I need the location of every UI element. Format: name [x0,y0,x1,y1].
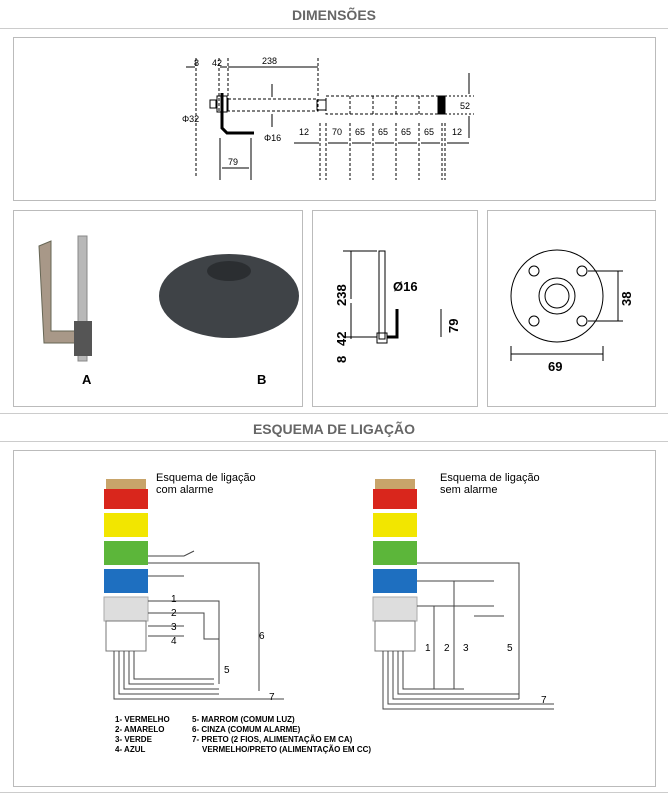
dimensions-diagram: 8 42 238 52 Φ32 Φ16 79 12 70 65 65 65 65… [182,56,474,180]
base-dimensions-panel: 38 69 [487,210,656,407]
wire-number: 2 [171,608,177,619]
divider [0,28,668,29]
legend-item: 7- PRETO (2 FIOS, ALIMENTAÇÃO EM CA) [192,735,353,744]
label-b: B [257,372,266,387]
nut-image [74,321,92,356]
diagram-title-without-alarm: sem alarme [440,484,497,496]
legend-item: 2- AMARELO [115,725,164,734]
wire-number: 5 [224,665,230,676]
dim-70: 70 [332,127,342,137]
dim-238: 238 [334,284,349,306]
side-dimensions-diagram: Ø16 238 42 8 79 [334,250,461,363]
dim-12-left: 12 [299,127,309,137]
wire-number: 4 [171,636,177,647]
diagram-title-without-alarm: Esquema de ligação [440,472,540,484]
pole-image [77,235,88,362]
dim-69: 69 [548,359,562,374]
section-title-wiring: ESQUEMA DE LIGAÇÃO [252,421,416,437]
wiring-diagrams: Esquema de ligação com alarme 1 2 3 4 5 … [103,472,554,754]
dim-79: 79 [228,157,238,167]
legend-item: 5- MARROM (COMUM LUZ) [192,715,295,724]
dim-52: 52 [460,101,470,111]
base-dimensions-diagram: 38 69 [510,249,634,374]
dim-65: 65 [401,127,411,137]
legend-item: 1- VERMELHO [115,715,170,724]
dim-238: 238 [262,56,277,66]
legend-item: VERMELHO/PRETO (ALIMENTAÇÃO EM CC) [202,745,371,754]
dim-phi16: Φ16 [264,133,281,143]
diagram-title-with-alarm: com alarme [156,484,213,496]
dim-79: 79 [446,319,461,333]
divider [0,441,668,442]
dim-phi16: Ø16 [393,279,418,294]
base-b-image [159,254,299,338]
tower-without-alarm [372,479,418,652]
legend-item: 6- CINZA (COMUM ALARME) [192,725,301,734]
wiring-diagram-box: Esquema de ligação com alarme 1 2 3 4 5 … [13,450,656,787]
wire-number: 1 [171,594,177,605]
tower-with-alarm [103,479,149,652]
label-a: A [82,372,92,387]
divider [0,792,668,793]
legend-item: 3- VERDE [115,735,153,744]
wire-number: 3 [463,643,469,654]
wire-number: 7 [541,695,547,706]
dim-65: 65 [378,127,388,137]
divider [0,413,668,414]
wire-legend: 1- VERMELHO 2- AMARELO 3- VERDE 4- AZUL … [115,715,371,754]
dim-38: 38 [619,292,634,306]
legend-item: 4- AZUL [115,745,145,754]
dim-8: 8 [194,58,199,68]
dim-42: 42 [334,332,349,346]
dim-65: 65 [355,127,365,137]
section-title-dimensions: DIMENSÕES [291,7,376,23]
mount-photos: A B [38,235,299,387]
wire-number: 7 [269,692,275,703]
dim-8: 8 [334,356,349,363]
mount-options-panel: A B [13,210,303,407]
wire-number: 2 [444,643,450,654]
dim-65: 65 [424,127,434,137]
wire-number: 5 [507,643,513,654]
dimensions-diagram-box: 8 42 238 52 Φ32 Φ16 79 12 70 65 65 65 65… [13,37,656,201]
wire-number: 1 [425,643,431,654]
dim-phi32: Φ32 [182,114,199,124]
diagram-title-with-alarm: Esquema de ligação [156,472,256,484]
dim-42: 42 [212,58,222,68]
dim-12-right: 12 [452,127,462,137]
side-dimensions-panel: Ø16 238 42 8 79 [312,210,478,407]
wire-number: 6 [259,631,265,642]
wire-number: 3 [171,622,177,633]
